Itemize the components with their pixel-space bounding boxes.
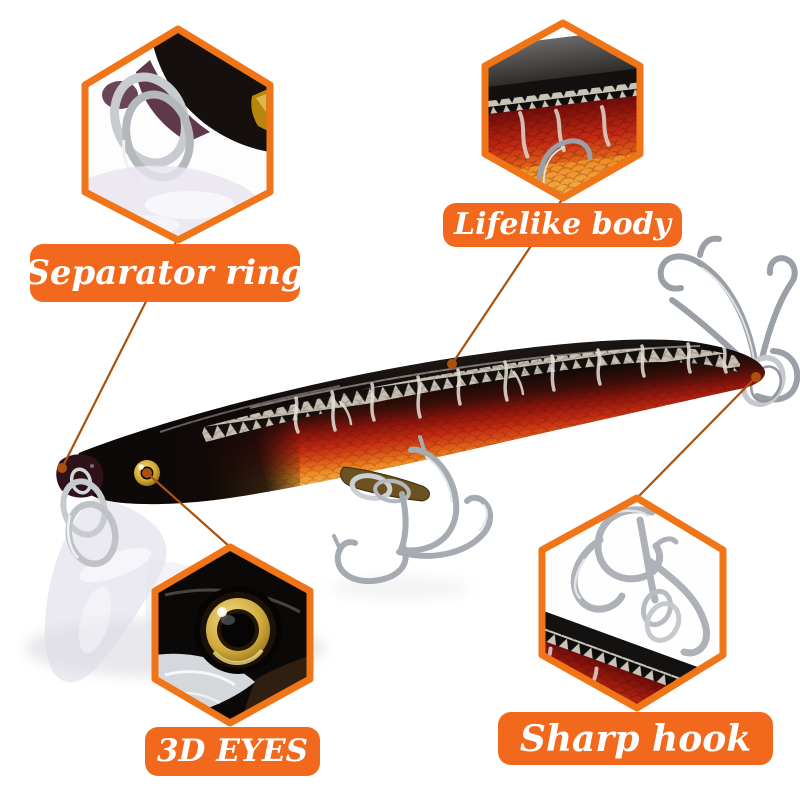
connector-dot-separator-ring	[57, 463, 67, 473]
hexagon-border	[481, 19, 644, 202]
front-split-ring	[56, 454, 119, 568]
connector-line-3d-eyes	[146, 472, 231, 548]
hexagon-border	[538, 494, 727, 712]
connector-line-sharp-hook	[636, 376, 757, 499]
callout-label-3d-eyes: 3D EYES	[145, 727, 320, 776]
callout-label-separator-ring: Separator ring	[25, 244, 305, 302]
tail-treble-hook	[657, 235, 800, 407]
hexagon-border	[81, 25, 274, 244]
hexagon-border	[151, 543, 314, 727]
connector-dot-3d-eyes	[142, 468, 152, 478]
belly-treble-hook	[332, 435, 494, 585]
connector-dot-lifelike-body	[447, 359, 457, 369]
callout-hex-3d-eyes	[151, 543, 314, 727]
callout-hex-separator-ring	[81, 25, 274, 244]
connector-dot-sharp-hook	[751, 372, 761, 382]
callout-hex-lifelike-body	[481, 19, 644, 202]
callout-label-lifelike-body: Lifelike body	[443, 203, 682, 247]
callout-label-sharp-hook: Sharp hook	[498, 712, 773, 765]
